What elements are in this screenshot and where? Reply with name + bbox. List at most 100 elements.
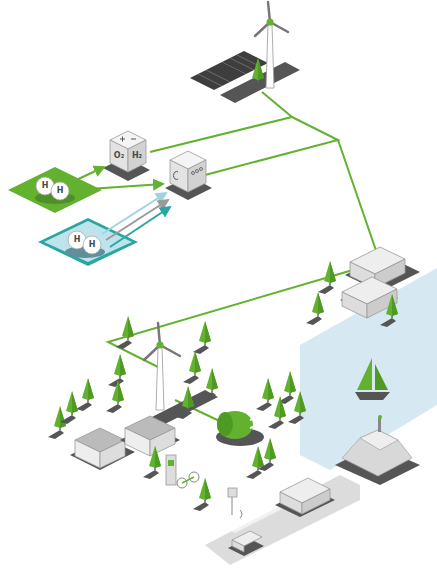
campers bbox=[342, 292, 367, 318]
power-line bbox=[108, 92, 380, 425]
green-hydrogen-plate bbox=[8, 167, 163, 213]
trees bbox=[193, 478, 211, 511]
green-hydrogen-plate bbox=[51, 182, 69, 200]
power-plug bbox=[250, 424, 262, 428]
trees bbox=[116, 316, 134, 349]
trees bbox=[48, 316, 306, 511]
island bbox=[335, 415, 420, 485]
power-plug bbox=[250, 416, 262, 420]
sailboat bbox=[355, 358, 390, 400]
tree bbox=[246, 58, 264, 91]
trees bbox=[143, 446, 161, 479]
trees bbox=[193, 321, 211, 354]
charging-station bbox=[182, 477, 194, 483]
trees bbox=[106, 380, 124, 413]
green-hydrogen-plate bbox=[72, 167, 104, 182]
electrolyser-box bbox=[131, 139, 136, 140]
tree bbox=[380, 294, 398, 327]
blue-hydrogen-plate bbox=[38, 218, 138, 266]
solar-panels bbox=[230, 58, 254, 70]
island bbox=[378, 415, 382, 419]
houses bbox=[75, 440, 100, 468]
charging-station bbox=[166, 455, 199, 488]
meter-box bbox=[232, 497, 233, 515]
camper-van bbox=[275, 478, 335, 517]
solar-panels bbox=[206, 70, 230, 82]
island bbox=[378, 418, 381, 432]
trees bbox=[108, 354, 126, 387]
wind-turbine bbox=[156, 347, 164, 410]
wind-turbine bbox=[266, 25, 274, 88]
gas-label: O₂ bbox=[114, 152, 124, 160]
storage-box bbox=[165, 151, 212, 200]
wind-turbine bbox=[255, 2, 288, 88]
power-line bbox=[108, 140, 380, 368]
trees bbox=[183, 351, 201, 384]
sailboat bbox=[375, 364, 388, 390]
blue-hydrogen-plate bbox=[83, 236, 101, 254]
sailboat bbox=[357, 358, 372, 390]
power-plug bbox=[217, 412, 233, 436]
sailboat bbox=[355, 392, 390, 400]
atom-label: H bbox=[57, 187, 64, 195]
lake bbox=[300, 268, 437, 470]
storage-box bbox=[188, 160, 206, 192]
solar-panels bbox=[190, 51, 300, 103]
lake bbox=[300, 268, 437, 470]
houses bbox=[100, 440, 125, 468]
trees bbox=[60, 391, 78, 424]
atom-label: H bbox=[89, 241, 96, 249]
storage-box bbox=[196, 170, 199, 173]
trees bbox=[258, 438, 276, 471]
camper-van bbox=[302, 489, 330, 514]
electrolyser-box bbox=[110, 140, 128, 172]
blue-hydrogen-plate bbox=[110, 207, 170, 247]
power-plug bbox=[216, 411, 264, 446]
electrolyser-box bbox=[122, 137, 123, 142]
car bbox=[232, 540, 244, 552]
trees bbox=[176, 386, 194, 419]
wind-turbine bbox=[267, 19, 274, 26]
tree bbox=[318, 261, 336, 294]
trees bbox=[288, 391, 306, 424]
charging-station bbox=[168, 460, 174, 466]
blue-hydrogen-plate bbox=[38, 193, 170, 266]
trees bbox=[76, 378, 94, 411]
meter-box bbox=[240, 510, 242, 518]
storage-box bbox=[192, 172, 195, 175]
road bbox=[205, 404, 360, 565]
green-hydrogen-plate bbox=[74, 184, 163, 190]
electrolyser-box bbox=[128, 140, 146, 172]
blue-hydrogen-plate bbox=[106, 200, 168, 240]
trees bbox=[246, 446, 264, 479]
car bbox=[228, 531, 264, 556]
trees bbox=[268, 396, 286, 429]
campers bbox=[340, 247, 420, 318]
blue-hydrogen-plate bbox=[102, 193, 166, 234]
electrolyser-box bbox=[103, 131, 150, 181]
trees bbox=[256, 378, 274, 411]
trees bbox=[200, 368, 218, 401]
tree bbox=[306, 292, 324, 325]
wind-turbine bbox=[157, 342, 164, 349]
houses bbox=[70, 416, 180, 470]
power-line bbox=[205, 117, 338, 175]
storage-box bbox=[200, 168, 203, 171]
houses bbox=[125, 428, 150, 456]
road bbox=[205, 475, 360, 565]
island bbox=[360, 430, 398, 450]
road bbox=[228, 404, 236, 412]
power-line bbox=[150, 92, 292, 152]
atom-label: H bbox=[42, 182, 49, 190]
charging-station bbox=[166, 455, 176, 485]
storage-box bbox=[174, 172, 178, 180]
atom-label: H bbox=[74, 236, 81, 244]
meter-box bbox=[228, 488, 242, 518]
island bbox=[342, 430, 412, 476]
gas-label: H₂ bbox=[132, 152, 142, 160]
camper-van bbox=[280, 492, 302, 514]
power-plug bbox=[217, 411, 253, 439]
storage-box bbox=[170, 160, 188, 192]
